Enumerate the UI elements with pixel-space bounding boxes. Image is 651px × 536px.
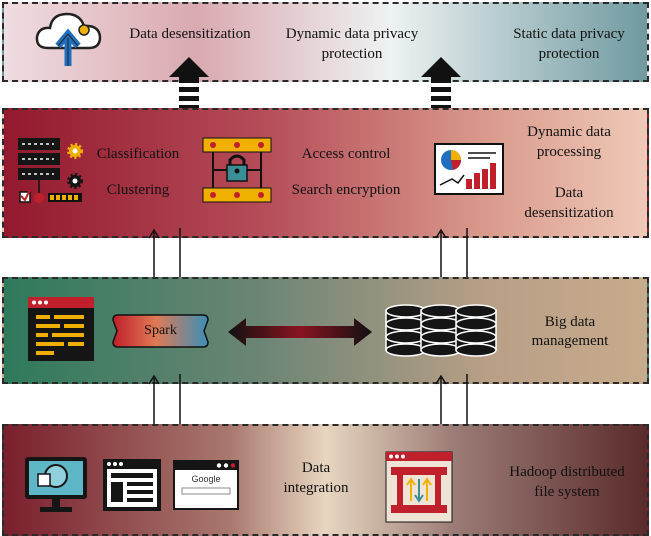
clustering-label: Clustering (106, 182, 170, 198)
data-integration-label-line2: integration (283, 480, 349, 496)
dynamic-processing-label-line2: processing (536, 144, 602, 160)
static-privacy-label-line1: Static data privacy (513, 26, 625, 42)
hadoop-label-line1: Hadoop distributed (509, 464, 625, 480)
cloud-upload-icon (35, 12, 102, 66)
google-label: Google (191, 474, 221, 484)
big-data-label-line1: Big data (544, 314, 596, 330)
data-desensitization-label: Data desensitization (129, 26, 251, 42)
dynamic-privacy-label-line1: Dynamic data privacy (285, 26, 419, 42)
search-encryption-label: Search encryption (291, 182, 401, 198)
spark-label: Spark (144, 323, 177, 338)
processing-layer (2, 108, 649, 238)
report-chart-icon (434, 143, 504, 195)
lock-panel-icon (202, 137, 272, 203)
double-arrow-icon (228, 318, 372, 346)
database-stack-icon (385, 304, 497, 357)
gear-icon (67, 143, 83, 159)
data-integration-label-line1: Data (301, 460, 331, 476)
google-window-icon (173, 460, 239, 510)
desensitization-label-line2: desensitization (524, 205, 614, 221)
browser-window-icon (103, 459, 161, 511)
server-rack-icon (18, 138, 82, 203)
big-data-label-line2: management (531, 333, 609, 349)
monitor-icon (25, 457, 87, 512)
desensitization-label-line1: Data (554, 185, 584, 201)
code-window-icon (28, 297, 94, 361)
access-control-label: Access control (301, 146, 391, 162)
hadoop-label-line2: file system (534, 484, 600, 500)
privacy-layer (2, 2, 649, 82)
spark-banner-icon (112, 314, 209, 348)
dynamic-processing-label-line1: Dynamic data (527, 124, 611, 140)
hadoop-filesystem-icon (385, 451, 453, 523)
gear-icon (67, 173, 83, 189)
dynamic-privacy-label-line2: protection (321, 46, 383, 62)
static-privacy-label-line2: protection (538, 46, 600, 62)
classification-label: Classification (96, 146, 180, 162)
